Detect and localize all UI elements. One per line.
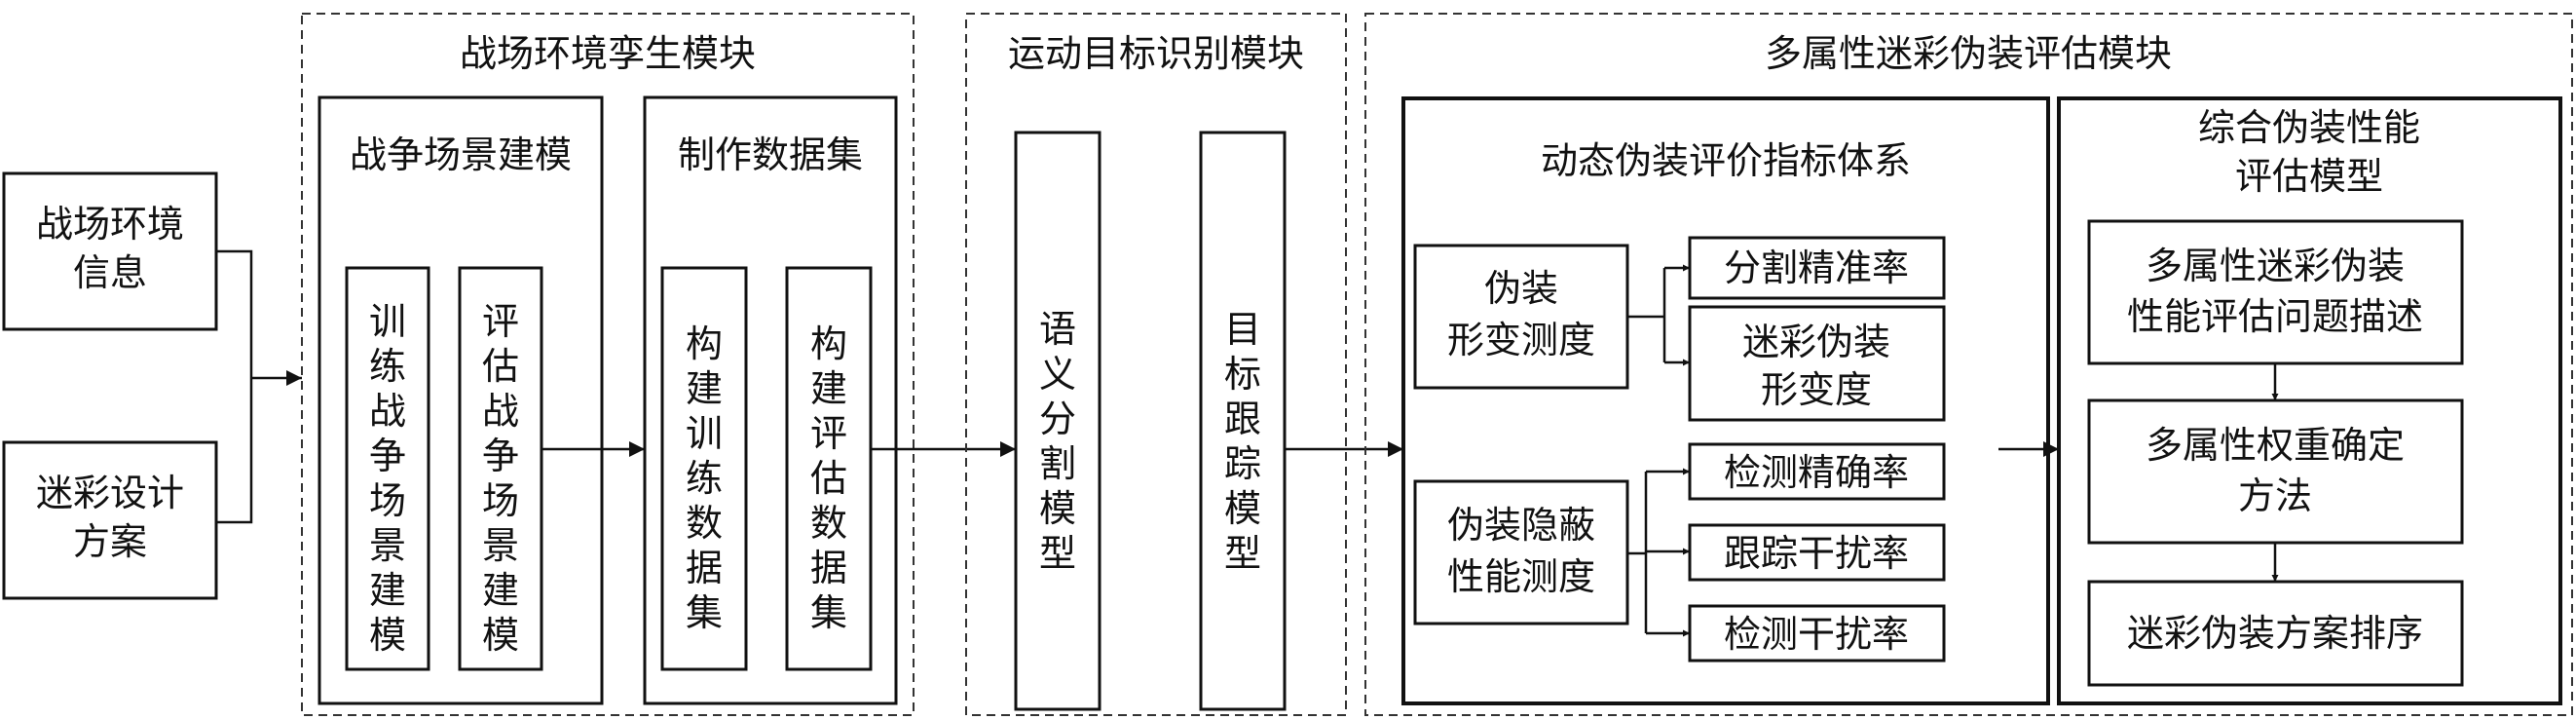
- battlefield-info-line2: 信息: [73, 251, 147, 294]
- scene-modeling-title: 战争场景建模: [350, 133, 572, 176]
- dataset-title: 制作数据集: [678, 133, 863, 176]
- deformation-measure-line1: 伪装: [1484, 267, 1558, 310]
- eval-dataset-box: [785, 266, 873, 671]
- train-dataset-label: 构建训练数据集: [686, 322, 723, 634]
- scene-modeling-group: 战争场景建模 训练战争场景建模 评估战争场景建模: [317, 95, 604, 705]
- step-scheme-ranking-label: 迷彩伪装方案排序: [2127, 612, 2423, 655]
- dataset-group: 制作数据集 构建训练数据集 构建评估数据集: [643, 95, 898, 705]
- module-battlefield-twin-title: 战场环境孪生模块: [460, 32, 756, 75]
- track-model-box: [1199, 131, 1287, 711]
- step-weight-method-line1: 多属性权重确定: [2146, 424, 2405, 467]
- seg-model-label: 语义分割模型: [1039, 308, 1076, 575]
- index-system-title: 动态伪装评价指标体系: [1541, 139, 1911, 182]
- camouflage-design-line1: 迷彩设计: [36, 472, 184, 514]
- seg-model-box: [1014, 131, 1101, 711]
- step-problem-description-line1: 多属性迷彩伪装: [2146, 245, 2405, 287]
- step-weight-method: 多属性权重确定 方法: [2087, 398, 2464, 545]
- metric-detect-interference-label: 检测干扰率: [1724, 613, 1909, 656]
- metric-detect-interference: 检测干扰率: [1688, 604, 1946, 663]
- index-system-group: 动态伪装评价指标体系 伪装 形变测度 分割精准率 迷彩伪装 形变度: [1401, 96, 2050, 705]
- deformation-measure-line2: 形变测度: [1447, 319, 1595, 361]
- input-camouflage-design: 迷彩设计 方案: [2, 440, 218, 600]
- metric-track-interference: 跟踪干扰率: [1688, 523, 1946, 582]
- concealment-measure-line1: 伪装隐蔽: [1447, 504, 1595, 547]
- module-battlefield-twin: 战场环境孪生模块 战争场景建模 训练战争场景建模 评估战争场景建模 制作数据集 …: [301, 13, 915, 716]
- train-scene-box: [345, 266, 430, 671]
- input-battlefield-info: 战场环境 信息: [2, 171, 218, 331]
- concealment-connector: [1627, 468, 1690, 637]
- module-camouflage-evaluation: 多属性迷彩伪装评估模块 动态伪装评价指标体系 伪装 形变测度 分割精准率: [1364, 13, 2573, 716]
- module-target-recognition-title: 运动目标识别模块: [1008, 32, 1304, 75]
- step-weight-method-line2: 方法: [2238, 474, 2312, 517]
- step-problem-description-line2: 性能评估问题描述: [2127, 295, 2423, 338]
- battlefield-info-line1: 战场环境: [36, 203, 184, 246]
- metric-seg-precision-label: 分割精准率: [1724, 246, 1909, 289]
- metric-deformation-degree: 迷彩伪装 形变度: [1688, 305, 1946, 422]
- eval-scene-box: [458, 266, 543, 671]
- track-model-label: 目标跟踪模型: [1224, 308, 1261, 575]
- evaluation-model-title-line1: 综合伪装性能: [2198, 106, 2420, 149]
- input-merge-connector: [216, 249, 302, 524]
- metric-track-interference-label: 跟踪干扰率: [1724, 532, 1909, 575]
- train-scene-label: 训练战争场景建模: [369, 300, 406, 657]
- train-dataset-box: [660, 266, 748, 671]
- metric-seg-precision: 分割精准率: [1688, 236, 1946, 300]
- metric-deformation-degree-line1: 迷彩伪装: [1742, 321, 1890, 363]
- camouflage-design-line2: 方案: [73, 520, 147, 563]
- deformation-measure: 伪装 形变测度: [1413, 244, 1629, 390]
- metric-detect-precision-label: 检测精确率: [1724, 451, 1909, 494]
- eval-dataset-label: 构建评估数据集: [810, 322, 847, 634]
- eval-scene-label: 评估战争场景建模: [482, 300, 519, 657]
- deformation-connector: [1627, 264, 1690, 366]
- evaluation-model-group: 综合伪装性能 评估模型 多属性迷彩伪装 性能评估问题描述 多属性权重确定 方法 …: [2057, 96, 2562, 705]
- step-problem-description: 多属性迷彩伪装 性能评估问题描述: [2087, 219, 2464, 365]
- module-target-recognition: 运动目标识别模块 语义分割模型 目标跟踪模型: [965, 13, 1347, 716]
- step-scheme-ranking: 迷彩伪装方案排序: [2087, 580, 2464, 687]
- metric-detect-precision: 检测精确率: [1688, 442, 1946, 501]
- metric-deformation-degree-line2: 形变度: [1761, 368, 1872, 411]
- concealment-measure-line2: 性能测度: [1447, 555, 1595, 598]
- evaluation-model-title-line2: 评估模型: [2235, 155, 2383, 198]
- concealment-measure: 伪装隐蔽 性能测度: [1413, 479, 1629, 625]
- module-camouflage-evaluation-title: 多属性迷彩伪装评估模块: [1765, 32, 2172, 75]
